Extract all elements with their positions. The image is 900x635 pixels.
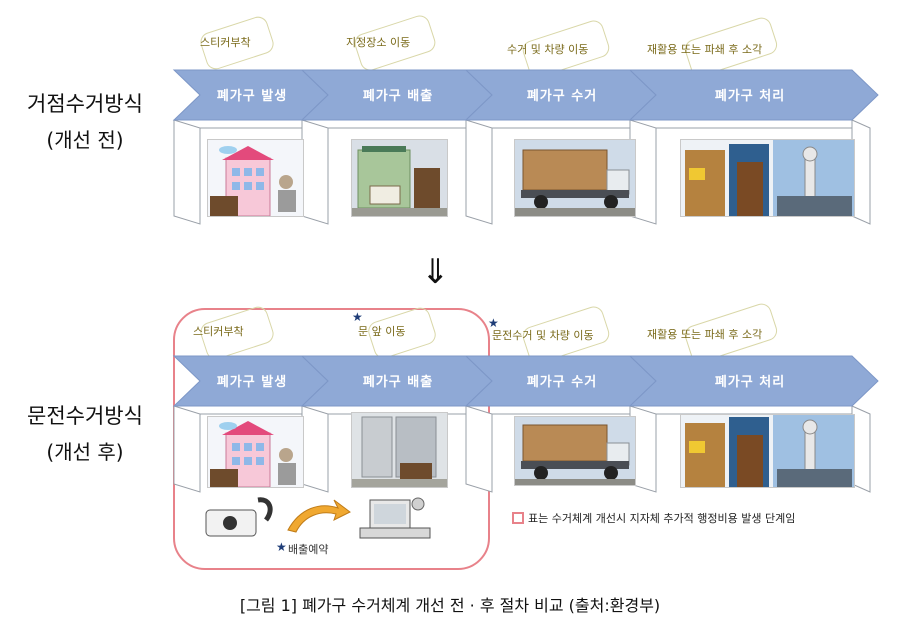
note-before-2: 지정장소 이동: [346, 36, 411, 49]
note-after-1: 스티커부착: [193, 325, 244, 338]
computer-icon: [359, 497, 431, 539]
step-before-2: 폐가구 배출: [363, 88, 433, 104]
row-title-after: 문전수거방식: [27, 404, 143, 428]
telephone-icon: [205, 497, 273, 537]
row-label-after: 문전수거방식 (개선 후): [10, 398, 160, 470]
row-title-before: 거점수거방식: [27, 92, 143, 116]
step-after-4: 폐가구 처리: [715, 374, 785, 390]
note-after-4: 재활용 또는 파쇄 후 소각: [647, 328, 763, 341]
transition-arrow: ⇓: [421, 252, 450, 292]
step-after-2: 폐가구 배출: [363, 374, 433, 390]
photo-collection-truck-after: [514, 416, 636, 486]
legend-swatch: [512, 512, 524, 524]
process-flow-before: 폐가구 발생 폐가구 배출 폐가구 수거 폐가구 처리: [172, 69, 879, 225]
row-subtitle-after: (개선 후): [46, 440, 124, 464]
photo-processing-after: [680, 414, 855, 488]
step-before-3: 폐가구 수거: [527, 89, 597, 104]
photo-household-before: [207, 139, 304, 217]
note-after-3: 문전수거 및 차량 이동: [492, 329, 594, 342]
curved-arrow-icon: [287, 499, 351, 533]
figure-caption: [그림 1] 폐가구 수거체계 개선 전 · 후 절차 비교 (출처:환경부): [239, 596, 661, 615]
chevron-after-4: [628, 355, 879, 407]
star-icon: ★: [352, 310, 363, 324]
legend: 표는 수거체계 개선시 지자체 추가적 행정비용 발생 단계임: [512, 510, 795, 526]
legend-text: 표는 수거체계 개선시 지자체 추가적 행정비용 발생 단계임: [528, 512, 796, 525]
step-before-1: 폐가구 발생: [217, 88, 287, 104]
photo-collection-truck-before: [514, 139, 636, 217]
star-icon: ★: [488, 316, 499, 330]
process-flow-after: 폐가구 발생 폐가구 배출 폐가구 수거 폐가구 처리: [172, 355, 879, 493]
photo-processing-before: [680, 139, 855, 217]
row-label-before: 거점수거방식 (개선 전): [10, 86, 160, 158]
note-after-2: 문 앞 이동: [358, 325, 406, 338]
step-after-3: 폐가구 수거: [527, 375, 597, 390]
photo-discharge-before: [351, 139, 448, 217]
chevron-before-4: [628, 69, 879, 121]
step-before-4: 폐가구 처리: [715, 88, 785, 104]
photo-household-after: [207, 416, 304, 488]
note-before-3: 수거 및 차량 이동: [507, 43, 589, 56]
star-icon: ★: [276, 540, 287, 554]
row-subtitle-before: (개선 전): [46, 128, 124, 152]
note-before-1: 스티커부착: [200, 36, 251, 49]
reservation-label: 배출예약: [288, 543, 329, 556]
note-before-4: 재활용 또는 파쇄 후 소각: [647, 43, 763, 56]
step-after-1: 폐가구 발생: [217, 374, 287, 390]
photo-discharge-after: [351, 412, 448, 488]
reservation-illustration: [205, 497, 431, 539]
